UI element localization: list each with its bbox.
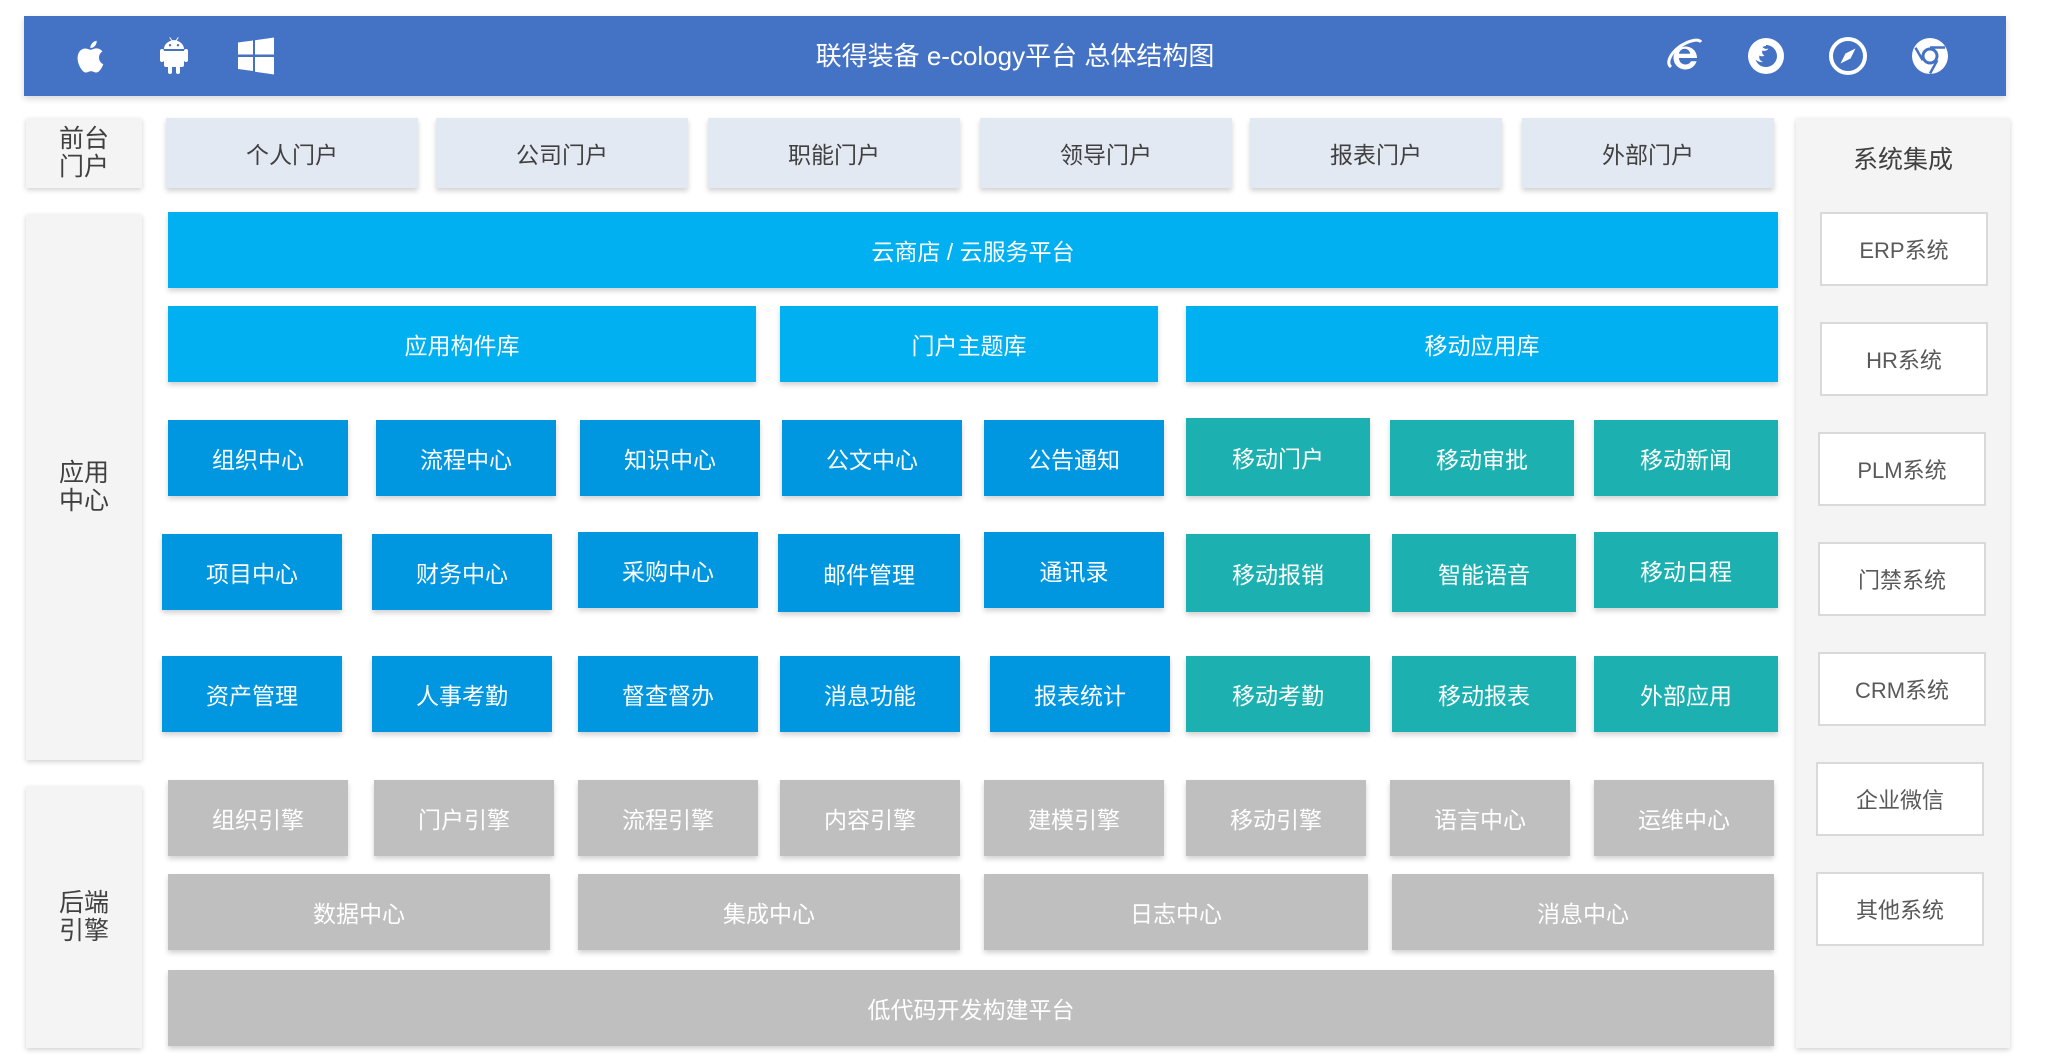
engine-workflow: 流程引擎: [578, 780, 758, 856]
library-mobile-apps: 移动应用库: [1186, 306, 1778, 382]
module-mobile-news: 移动新闻: [1594, 420, 1778, 496]
portal-external: 外部门户: [1522, 118, 1774, 188]
center-integration: 集成中心: [578, 874, 960, 950]
apple-icon: [68, 32, 116, 80]
layer-label-app: 应用中心: [26, 214, 142, 760]
module-mail: 邮件管理: [778, 534, 960, 612]
system-crm: CRM系统: [1818, 652, 1986, 726]
portal-company: 公司门户: [436, 118, 688, 188]
safari-icon: [1824, 32, 1872, 80]
ie-icon: [1660, 32, 1708, 80]
lowcode-platform: 低代码开发构建平台: [168, 970, 1774, 1046]
module-supervision: 督查督办: [578, 656, 758, 732]
module-finance-center: 财务中心: [372, 534, 552, 610]
module-external-apps: 外部应用: [1594, 656, 1778, 732]
layer-label-front: 前台门户: [26, 118, 142, 188]
module-mobile-portal: 移动门户: [1186, 418, 1370, 496]
portal-function: 职能门户: [708, 118, 960, 188]
cloud-platform: 云商店 / 云服务平台: [168, 212, 1778, 288]
module-project-center: 项目中心: [162, 534, 342, 610]
engine-org: 组织引擎: [168, 780, 348, 856]
portal-leader: 领导门户: [980, 118, 1232, 188]
integration-title: 系统集成: [1852, 146, 1953, 174]
module-asset-management: 资产管理: [162, 656, 342, 732]
engine-ops-center: 运维中心: [1594, 780, 1774, 856]
system-access-control: 门禁系统: [1818, 542, 1986, 616]
layer-label-backend: 后端引擎: [26, 786, 142, 1048]
module-hr-attendance: 人事考勤: [372, 656, 552, 732]
module-workflow-center: 流程中心: [376, 420, 556, 496]
windows-icon: [232, 32, 280, 80]
page-title: 联得装备 e-cology平台 总体结构图: [815, 41, 1215, 71]
chrome-icon: [1906, 32, 1954, 80]
module-mobile-attendance: 移动考勤: [1186, 656, 1370, 732]
engine-content: 内容引擎: [780, 780, 960, 856]
engine-language-center: 语言中心: [1390, 780, 1570, 856]
system-other: 其他系统: [1816, 872, 1984, 946]
module-knowledge-center: 知识中心: [580, 420, 760, 496]
android-icon: [150, 32, 198, 80]
library-components: 应用构件库: [168, 306, 756, 382]
center-data: 数据中心: [168, 874, 550, 950]
system-erp: ERP系统: [1820, 212, 1988, 286]
portal-personal: 个人门户: [166, 118, 418, 188]
engine-mobile: 移动引擎: [1186, 780, 1366, 856]
portal-report: 报表门户: [1250, 118, 1502, 188]
center-message: 消息中心: [1392, 874, 1774, 950]
module-mobile-approval: 移动审批: [1390, 420, 1574, 496]
system-wecom: 企业微信: [1816, 762, 1984, 836]
module-announcement: 公告通知: [984, 420, 1164, 496]
system-plm: PLM系统: [1818, 432, 1986, 506]
module-mobile-expense: 移动报销: [1186, 534, 1370, 612]
library-portal-themes: 门户主题库: [780, 306, 1158, 382]
module-mobile-report: 移动报表: [1392, 656, 1576, 732]
module-org-center: 组织中心: [168, 420, 348, 496]
module-smart-voice: 智能语音: [1392, 534, 1576, 612]
center-log: 日志中心: [984, 874, 1368, 950]
module-purchase-center: 采购中心: [578, 532, 758, 608]
module-report-stats: 报表统计: [990, 656, 1170, 732]
engine-portal: 门户引擎: [374, 780, 554, 856]
header-bar: 联得装备 e-cology平台 总体结构图: [24, 16, 2006, 96]
firefox-icon: [1742, 32, 1790, 80]
module-messaging: 消息功能: [780, 656, 960, 732]
system-hr: HR系统: [1820, 322, 1988, 396]
engine-modeling: 建模引擎: [984, 780, 1164, 856]
module-mobile-schedule: 移动日程: [1594, 532, 1778, 608]
module-document-center: 公文中心: [782, 420, 962, 496]
module-contacts: 通讯录: [984, 532, 1164, 608]
